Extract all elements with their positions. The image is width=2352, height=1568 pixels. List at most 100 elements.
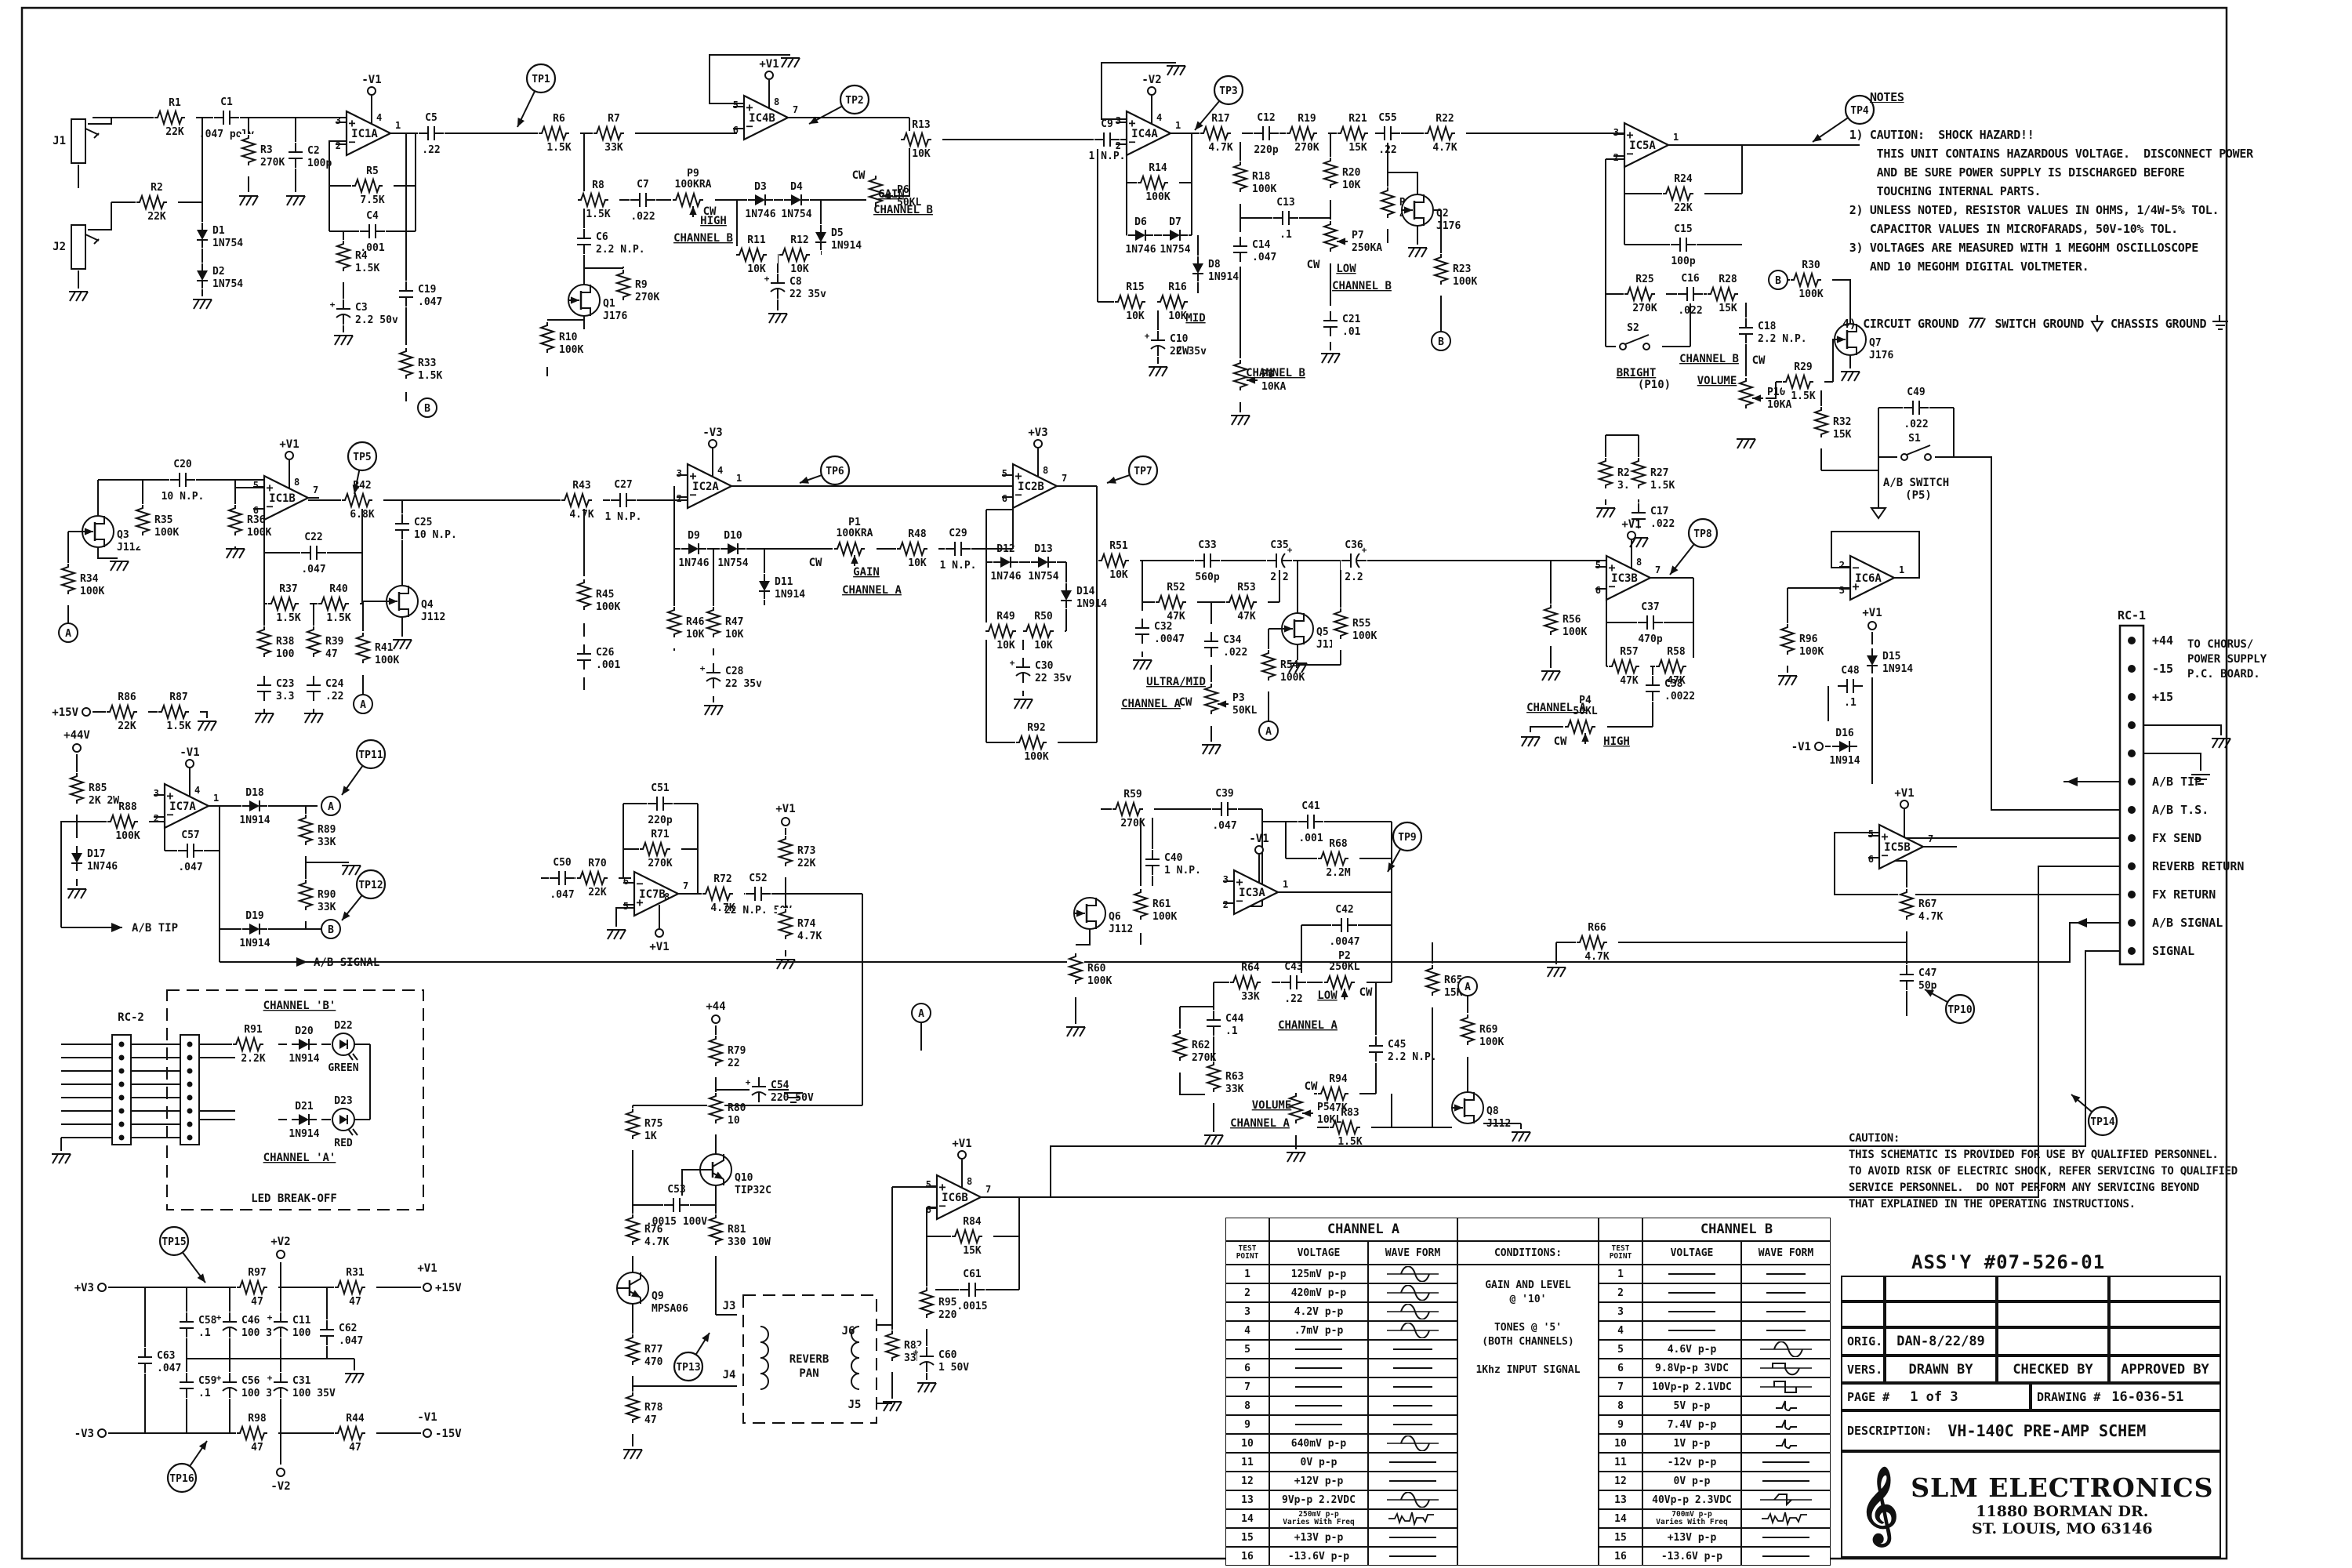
svg-text:R73: R73	[797, 845, 815, 857]
svg-text:8: 8	[1043, 465, 1048, 476]
svg-text:.1: .1	[1279, 229, 1292, 241]
circuit-ground-icon	[345, 1373, 365, 1384]
tp-number: 10	[1599, 1434, 1642, 1453]
label: A/B SIGNAL	[314, 956, 379, 969]
svg-text:RED: RED	[334, 1138, 353, 1149]
svg-text:Q2: Q2	[1436, 208, 1449, 220]
svg-text:IC2A: IC2A	[692, 481, 719, 493]
svg-text:8: 8	[967, 1176, 972, 1187]
svg-text:TP16: TP16	[169, 1473, 194, 1485]
svg-text:7: 7	[1928, 833, 1933, 844]
svg-text:C30: C30	[1035, 660, 1054, 672]
svg-text:330 10W: 330 10W	[728, 1236, 771, 1248]
testpoint-TP9: TP9	[1387, 821, 1423, 873]
svg-text:3: 3	[1839, 585, 1845, 596]
svg-text:C27: C27	[614, 479, 632, 491]
svg-text:C19: C19	[418, 284, 436, 296]
svg-text:2.2 N.P.: 2.2 N.P.	[1388, 1051, 1437, 1063]
svg-text:R35: R35	[154, 514, 172, 526]
svg-text:C59: C59	[198, 1375, 216, 1387]
svg-text:A: A	[328, 801, 334, 813]
capacitor-C5: C5.22	[418, 112, 445, 156]
svg-text:-15V: -15V	[435, 1428, 462, 1440]
svg-text:S1: S1	[1908, 433, 1921, 445]
svg-text:10K: 10K	[790, 263, 809, 275]
svg-text:6: 6	[1002, 493, 1007, 504]
svg-text:R80: R80	[728, 1102, 746, 1114]
voltage-value: 125mV p-p	[1269, 1265, 1368, 1283]
voltage-value: 40Vp-p 2.3VDC	[1642, 1490, 1741, 1509]
circuit-ground-icon	[1547, 967, 1566, 978]
note-line: AND 10 MEGOHM DIGITAL VOLTMETER.	[1842, 260, 2089, 274]
svg-text:15K: 15K	[1444, 987, 1463, 999]
svg-text:+: +	[216, 1373, 222, 1383]
svg-text:10K: 10K	[686, 629, 705, 641]
svg-text:(P5): (P5)	[1905, 489, 1932, 502]
capacitor-C62: C62.047	[318, 1319, 363, 1347]
svg-text:2.2: 2.2	[1345, 572, 1363, 583]
capacitor-C34: C34.022	[1202, 631, 1247, 659]
svg-text:+: +	[1362, 545, 1367, 555]
svg-text:R84: R84	[963, 1216, 982, 1228]
voltage-value	[1269, 1359, 1368, 1377]
voltage-value: 10Vp-p 2.1VDC	[1642, 1377, 1741, 1396]
svg-text:IC3A: IC3A	[1239, 887, 1265, 899]
svg-text:R94: R94	[1329, 1073, 1348, 1085]
svg-text:P2: P2	[1338, 950, 1351, 962]
svg-text:560p: 560p	[1195, 572, 1219, 583]
tp-number: 3	[1599, 1302, 1642, 1321]
svg-text:.22: .22	[1378, 144, 1396, 156]
table-row: 4.7mV p-p	[1225, 1321, 1457, 1340]
voltage-value: 1V p-p	[1642, 1434, 1741, 1453]
svg-text:Q10: Q10	[735, 1172, 753, 1184]
svg-text:.047: .047	[550, 889, 574, 901]
label: CW	[1176, 345, 1189, 358]
svg-text:J176: J176	[603, 310, 627, 322]
svg-text:CHANNEL A: CHANNEL A	[842, 584, 902, 597]
svg-text:6: 6	[1868, 854, 1874, 865]
svg-text:CHANNEL B: CHANNEL B	[673, 232, 733, 245]
label: GAIN	[853, 566, 880, 579]
waveform-glyph	[1741, 1528, 1831, 1547]
svg-text:TP7: TP7	[1134, 466, 1152, 477]
caution-line: CAUTION:	[1849, 1132, 1900, 1145]
svg-text:+: +	[746, 100, 753, 114]
svg-text:1N746: 1N746	[87, 861, 118, 873]
svg-text:CW: CW	[852, 169, 866, 182]
company-address-1: 11880 BORMAN DR.	[1976, 1502, 2149, 1520]
svg-text:.047: .047	[1212, 820, 1236, 832]
svg-text:P7: P7	[1352, 230, 1364, 241]
svg-text:4.7K: 4.7K	[1208, 142, 1232, 154]
svg-text:A: A	[918, 1008, 924, 1020]
testpoint-TP8: TP8	[1669, 517, 1719, 575]
svg-text:10K: 10K	[1342, 180, 1361, 191]
node-A: A	[58, 622, 78, 643]
svg-text:R86: R86	[118, 691, 136, 703]
svg-text:8: 8	[294, 477, 299, 488]
svg-text:R34: R34	[80, 573, 99, 585]
label: CHANNEL A	[1278, 1019, 1338, 1032]
svg-text:47K: 47K	[1167, 611, 1185, 622]
svg-text:R28: R28	[1719, 274, 1737, 285]
note-line: 1) CAUTION: SHOCK HAZARD!!	[1842, 128, 2034, 142]
svg-text:D9: D9	[688, 530, 700, 542]
svg-text:4.7K: 4.7K	[1432, 142, 1457, 154]
